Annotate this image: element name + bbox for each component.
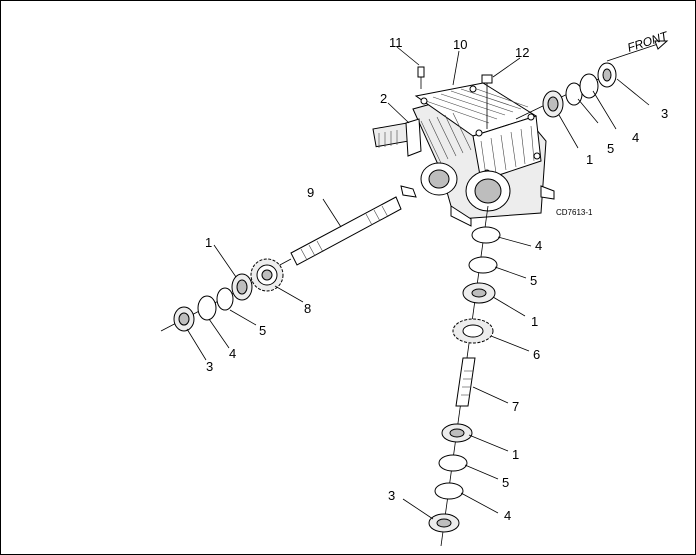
callout-6: 6: [533, 347, 540, 362]
callout-1-bot: 1: [512, 447, 519, 462]
callout-7: 7: [512, 399, 519, 414]
callout-4-mid: 4: [535, 238, 542, 253]
callout-labels: 11 10 12 2 1 5 4 3 9 1 8 5 4 3 4 5 1 6 7…: [205, 35, 668, 523]
callout-12: 12: [515, 45, 529, 60]
callout-10: 10: [453, 37, 467, 52]
callout-3-left: 3: [206, 359, 213, 374]
front-arrow: FRONT: [606, 28, 671, 62]
left-bearing-stack: [160, 273, 253, 332]
callout-1-left: 1: [205, 235, 212, 250]
callout-5-mid: 5: [530, 273, 537, 288]
callout-4-bot: 4: [504, 508, 511, 523]
callout-8: 8: [304, 301, 311, 316]
callout-2: 2: [380, 91, 387, 106]
top-right-bearing-stack: [515, 62, 617, 120]
callout-3-top: 3: [661, 106, 668, 121]
callout-5-top: 5: [607, 141, 614, 156]
part-9-shaft: [240, 196, 402, 287]
callout-3-bot: 3: [388, 488, 395, 503]
callout-1-top: 1: [586, 152, 593, 167]
figure-code: CD7613-1: [556, 208, 593, 217]
part-12-fitting: [481, 74, 493, 129]
callout-5-left: 5: [259, 323, 266, 338]
callout-1-mid: 1: [531, 314, 538, 329]
part-11-screw: [417, 66, 425, 89]
callout-9: 9: [307, 185, 314, 200]
callout-11: 11: [389, 35, 403, 50]
gearbox-housing: [372, 82, 555, 227]
front-label: FRONT: [626, 28, 671, 55]
callout-4-left: 4: [229, 346, 236, 361]
part-8-gear: [250, 258, 284, 292]
callout-5-bot: 5: [502, 475, 509, 490]
vertical-output-stack: [428, 205, 501, 547]
callout-4-top: 4: [632, 130, 639, 145]
leader-lines: [186, 46, 650, 520]
